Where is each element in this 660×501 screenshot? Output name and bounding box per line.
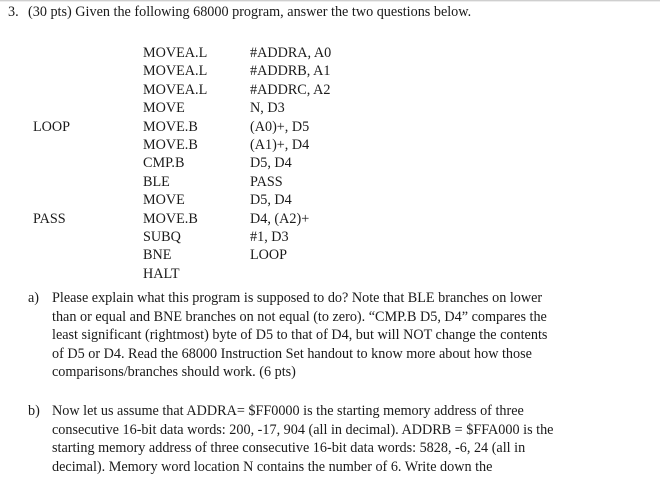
assembly-program-listing: MOVEA.L #ADDRA, A0 MOVEA.L #ADDRB, A1 MO… — [0, 44, 660, 283]
code-label: LOOP — [33, 118, 71, 135]
code-line: MOVEA.L #ADDRB, A1 — [0, 62, 660, 80]
code-line: BLE PASS — [0, 173, 660, 191]
code-mnemonic: MOVEA.L — [143, 63, 208, 80]
code-mnemonic: MOVEA.L — [143, 81, 208, 98]
code-operand: PASS — [250, 173, 283, 190]
code-line: MOVE D5, D4 — [0, 191, 660, 209]
part-a-body: Please explain what this program is supp… — [52, 289, 640, 382]
code-operand: (A1)+, D4 — [250, 136, 310, 153]
part-a-marker: a) — [28, 290, 40, 306]
part-a-line: comparisons/branches should work. (6 pts… — [52, 364, 296, 381]
code-line: HALT — [0, 265, 660, 283]
code-line: MOVE.B (A1)+, D4 — [0, 136, 660, 154]
code-line: CMP.B D5, D4 — [0, 154, 660, 172]
code-mnemonic: MOVE.B — [143, 136, 198, 153]
code-line: MOVEA.L #ADDRC, A2 — [0, 81, 660, 99]
code-mnemonic: HALT — [143, 265, 180, 282]
code-operand: #1, D3 — [250, 228, 289, 245]
code-mnemonic: BNE — [143, 247, 172, 264]
code-operand: #ADDRB, A1 — [250, 63, 331, 80]
code-line: LOOP MOVE.B (A0)+, D5 — [0, 118, 660, 136]
scan-edge-artifact — [0, 0, 660, 2]
code-line: MOVEA.L #ADDRA, A0 — [0, 44, 660, 62]
part-b-line: starting memory address of three consecu… — [52, 440, 526, 457]
code-line: MOVE N, D3 — [0, 99, 660, 117]
part-b-line: decimal). Memory word location N contain… — [52, 458, 493, 475]
code-operand: D5, D4 — [250, 155, 292, 172]
part-b-line: Now let us assume that ADDRA= $FF0000 is… — [52, 403, 524, 419]
question-part-a: a) Please explain what this program is s… — [28, 289, 640, 382]
question-number: 3. — [8, 4, 19, 20]
code-label: PASS — [33, 210, 66, 227]
code-operand: #ADDRA, A0 — [250, 45, 332, 61]
code-operand: #ADDRC, A2 — [250, 81, 331, 98]
code-mnemonic: MOVE.B — [143, 210, 198, 227]
question-stem-text: (30 pts) Given the following 68000 progr… — [28, 4, 472, 20]
code-mnemonic: MOVE — [143, 192, 185, 209]
part-a-line: Please explain what this program is supp… — [52, 290, 543, 306]
part-a-line: of D5 or D4. Read the 68000 Instruction … — [52, 345, 532, 362]
code-line: BNE LOOP — [0, 246, 660, 264]
code-mnemonic: MOVEA.L — [143, 45, 208, 61]
code-mnemonic: MOVE — [143, 100, 185, 117]
code-mnemonic: MOVE.B — [143, 118, 198, 135]
question-stem: 3. (30 pts) Given the following 68000 pro… — [8, 3, 652, 21]
part-a-line: least significant (rightmost) byte of D5… — [52, 327, 548, 344]
part-b-line: consecutive 16-bit data words: 200, -17,… — [52, 421, 554, 438]
code-mnemonic: BLE — [143, 173, 170, 190]
question-part-b: b) Now let us assume that ADDRA= $FF0000… — [28, 402, 640, 476]
code-operand: D4, (A2)+ — [250, 210, 310, 227]
code-mnemonic: SUBQ — [143, 228, 181, 245]
part-b-body: Now let us assume that ADDRA= $FF0000 is… — [52, 402, 640, 476]
code-operand: (A0)+, D5 — [250, 118, 310, 135]
code-line: PASS MOVE.B D4, (A2)+ — [0, 210, 660, 228]
code-mnemonic: CMP.B — [143, 155, 185, 172]
code-operand: N, D3 — [250, 100, 285, 117]
code-operand: D5, D4 — [250, 192, 292, 209]
code-operand: LOOP — [250, 247, 288, 264]
part-b-marker: b) — [28, 403, 40, 419]
part-a-line: than or equal and BNE branches on not eq… — [52, 308, 547, 325]
code-line: SUBQ #1, D3 — [0, 228, 660, 246]
